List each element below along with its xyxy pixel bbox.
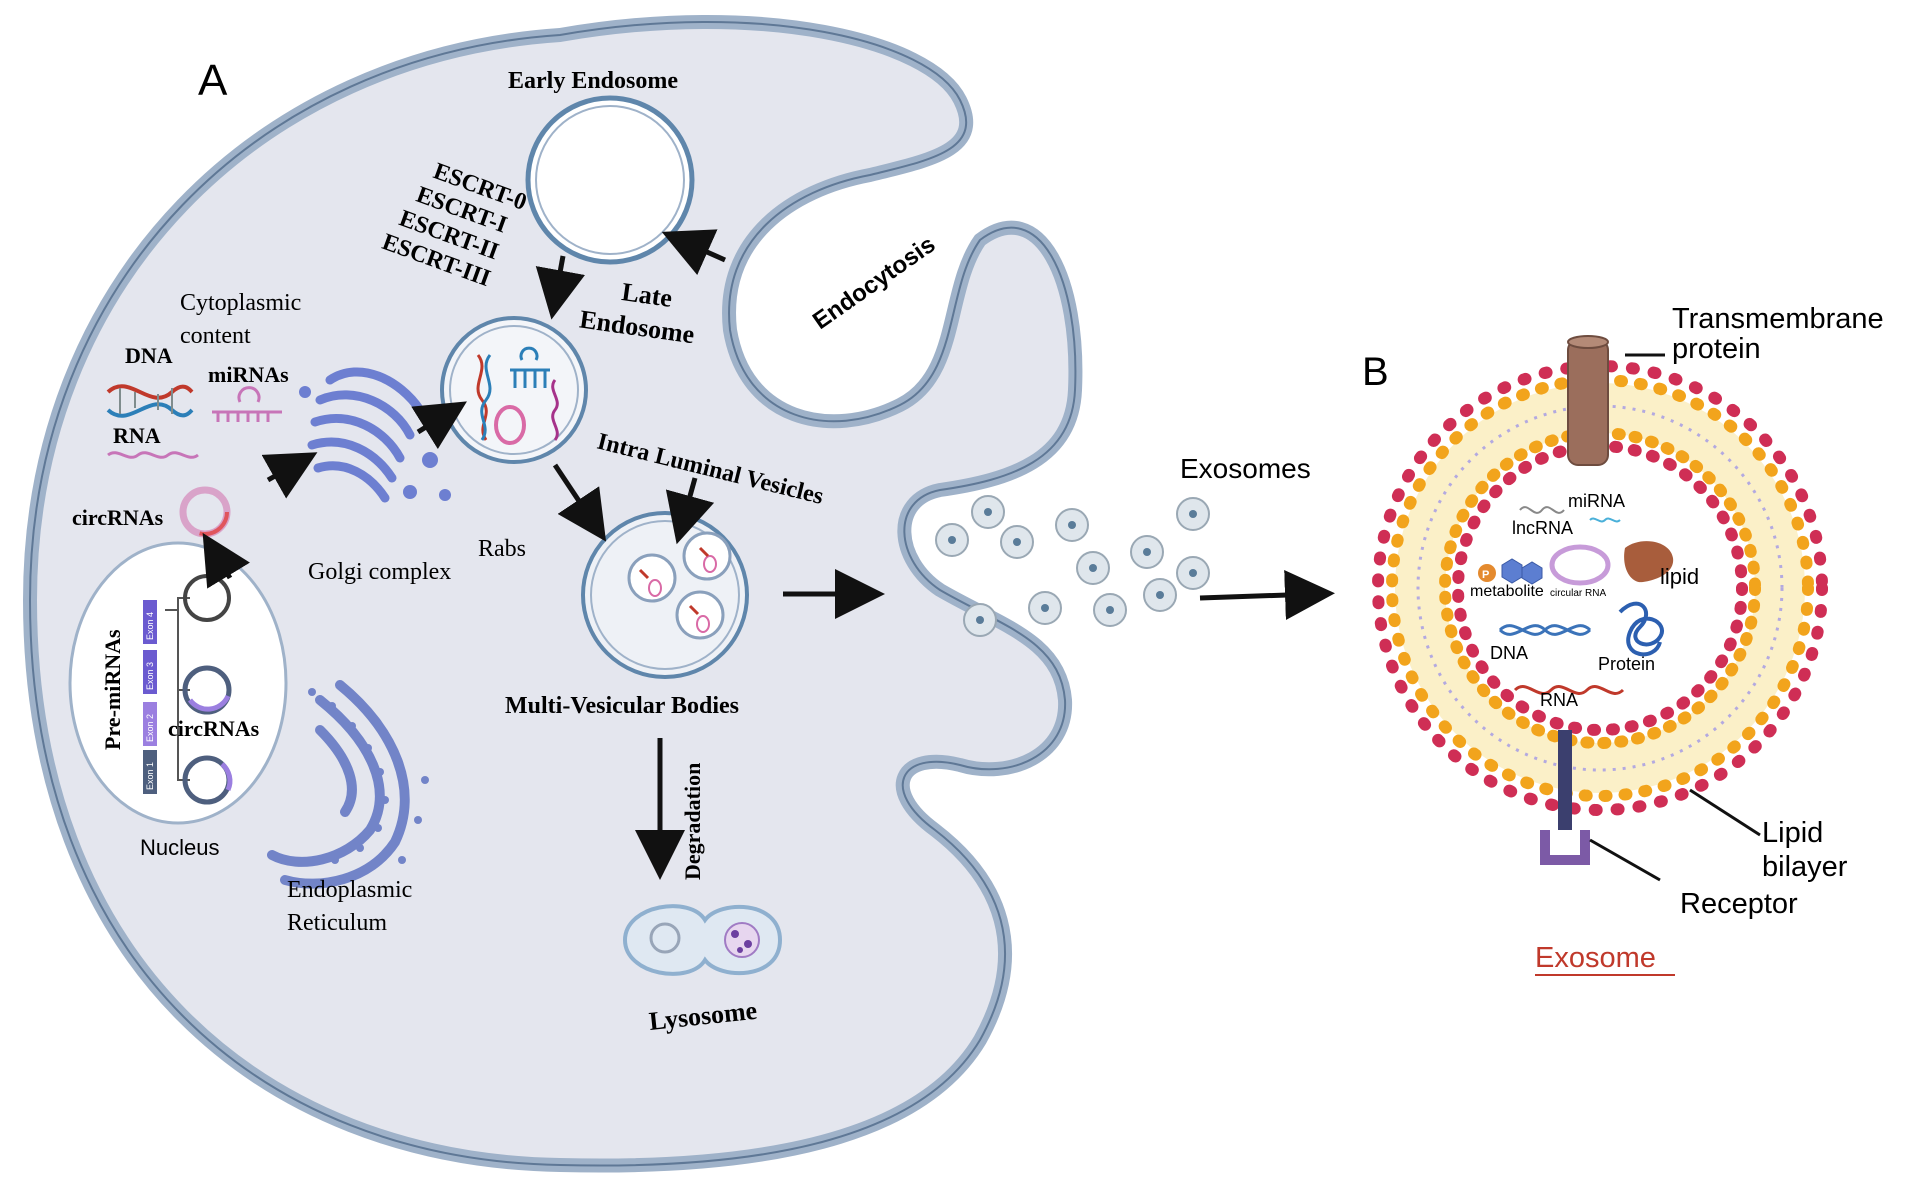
er-label-1: Endoplasmic bbox=[287, 877, 412, 903]
exosome-title: Exosome bbox=[1535, 942, 1656, 974]
late-endosome bbox=[440, 316, 588, 464]
metabolite-label: metabolite bbox=[1470, 583, 1544, 600]
protein-icon bbox=[1618, 601, 1664, 657]
exon-3-label: Exon 3 bbox=[145, 662, 155, 690]
lipid-bilayer-label-2: bilayer bbox=[1762, 851, 1848, 883]
rna-label: RNA bbox=[113, 423, 161, 448]
dna-label-b: DNA bbox=[1490, 643, 1528, 663]
rna-icon bbox=[107, 451, 199, 459]
panel-a-letter: A bbox=[198, 56, 228, 105]
dna-helix-icon bbox=[1498, 624, 1592, 636]
arrow-golgi-to-late bbox=[411, 401, 467, 450]
protein-label: Protein bbox=[1598, 654, 1655, 674]
circular-rna-icon bbox=[1549, 544, 1611, 586]
arrow-cyto-to-golgi bbox=[261, 452, 318, 499]
late-endosome-cargo bbox=[476, 346, 559, 445]
exon-1-label: Exon 1 bbox=[145, 762, 155, 790]
rabs-label: Rabs bbox=[478, 536, 526, 562]
arrow-nucleus-to-circrna bbox=[202, 532, 250, 589]
cytoplasmic-label-1: Cytoplasmic bbox=[180, 290, 301, 316]
released-exosomes bbox=[935, 495, 1210, 637]
early-endosome bbox=[525, 95, 695, 265]
intraluminal-vesicles bbox=[627, 531, 732, 640]
lipid-bilayer-label-1: Lipid bbox=[1762, 817, 1823, 849]
lipid-label: lipid bbox=[1660, 564, 1699, 589]
exosome-lumen bbox=[1445, 433, 1755, 743]
mirnas-label: miRNAs bbox=[208, 362, 289, 387]
transmembrane-protein bbox=[1567, 339, 1609, 466]
lncrna-icon bbox=[1519, 506, 1565, 514]
receptor bbox=[1540, 730, 1590, 865]
metabolite-icon bbox=[1501, 558, 1543, 585]
pre-mirnas-label: Pre-miRNAs bbox=[100, 629, 125, 750]
transmembrane-label-2: protein bbox=[1672, 333, 1761, 365]
arrow-late-to-mvb bbox=[552, 463, 607, 542]
exon-2-label: Exon 2 bbox=[145, 714, 155, 742]
arrow-exosomes-to-b bbox=[1199, 570, 1335, 621]
endocytosis-label: Endocytosis bbox=[808, 231, 940, 335]
dna-icon bbox=[106, 384, 194, 418]
golgi-complex bbox=[299, 367, 451, 503]
er-ribosomes bbox=[308, 688, 429, 864]
golgi-label: Golgi complex bbox=[308, 559, 451, 585]
mirna-icon bbox=[1589, 517, 1621, 523]
metabolite-p-label: P bbox=[1482, 569, 1489, 581]
exosomes-label: Exosomes bbox=[1180, 453, 1311, 484]
lipid-icon bbox=[1624, 541, 1674, 583]
mvb-label: Multi-Vesicular Bodies bbox=[505, 693, 739, 719]
panel-b-letter: B bbox=[1362, 350, 1389, 394]
rna-label-b: RNA bbox=[1540, 690, 1578, 710]
mirna-icon bbox=[212, 386, 282, 422]
arrow-early-to-late bbox=[535, 255, 585, 320]
lysosome bbox=[622, 904, 783, 976]
early-endosome-label: Early Endosome bbox=[508, 68, 678, 94]
endoplasmic-reticulum bbox=[267, 680, 410, 889]
cytoplasmic-label-2: content bbox=[180, 323, 251, 349]
circrna-nucleus-2 bbox=[182, 665, 232, 715]
er-label-2: Reticulum bbox=[287, 910, 387, 936]
exon-4-label: Exon 4 bbox=[145, 612, 155, 640]
rna-icon-b bbox=[1513, 685, 1625, 695]
metabolite-p-icon bbox=[1478, 564, 1496, 582]
late-endosome-label-1: Late bbox=[620, 277, 674, 313]
exosome-cargo: miRNA lncRNA lipid P metabolite circular… bbox=[1470, 491, 1699, 710]
flow-arrows bbox=[202, 229, 1335, 880]
circrnas-nucleus-label: circRNAs bbox=[168, 716, 260, 741]
circular-rna-label: circular RNA bbox=[1550, 588, 1606, 599]
transmembrane-label-1: Transmembrane bbox=[1672, 303, 1884, 335]
nucleus-label: Nucleus bbox=[140, 835, 219, 860]
arrow-endocytosis-to-early bbox=[661, 229, 727, 276]
dna-label: DNA bbox=[125, 343, 173, 368]
escrt-labels: ESCRT-0 ESCRT-I ESCRT-II ESCRT-III bbox=[379, 158, 530, 292]
released-exosome-cores bbox=[948, 508, 1197, 624]
circrnas-label: circRNAs bbox=[72, 505, 164, 530]
arrow-ilv bbox=[665, 477, 715, 545]
exosome-structure bbox=[1372, 360, 1828, 816]
lncrna-label: lncRNA bbox=[1512, 518, 1573, 538]
receptor-label: Receptor bbox=[1680, 888, 1798, 920]
mirna-label: miRNA bbox=[1568, 491, 1625, 511]
pre-mirna-exons: Exon 4 Exon 3 Exon 2 Exon 1 bbox=[143, 600, 157, 794]
degradation-label: Degradation bbox=[680, 763, 705, 880]
